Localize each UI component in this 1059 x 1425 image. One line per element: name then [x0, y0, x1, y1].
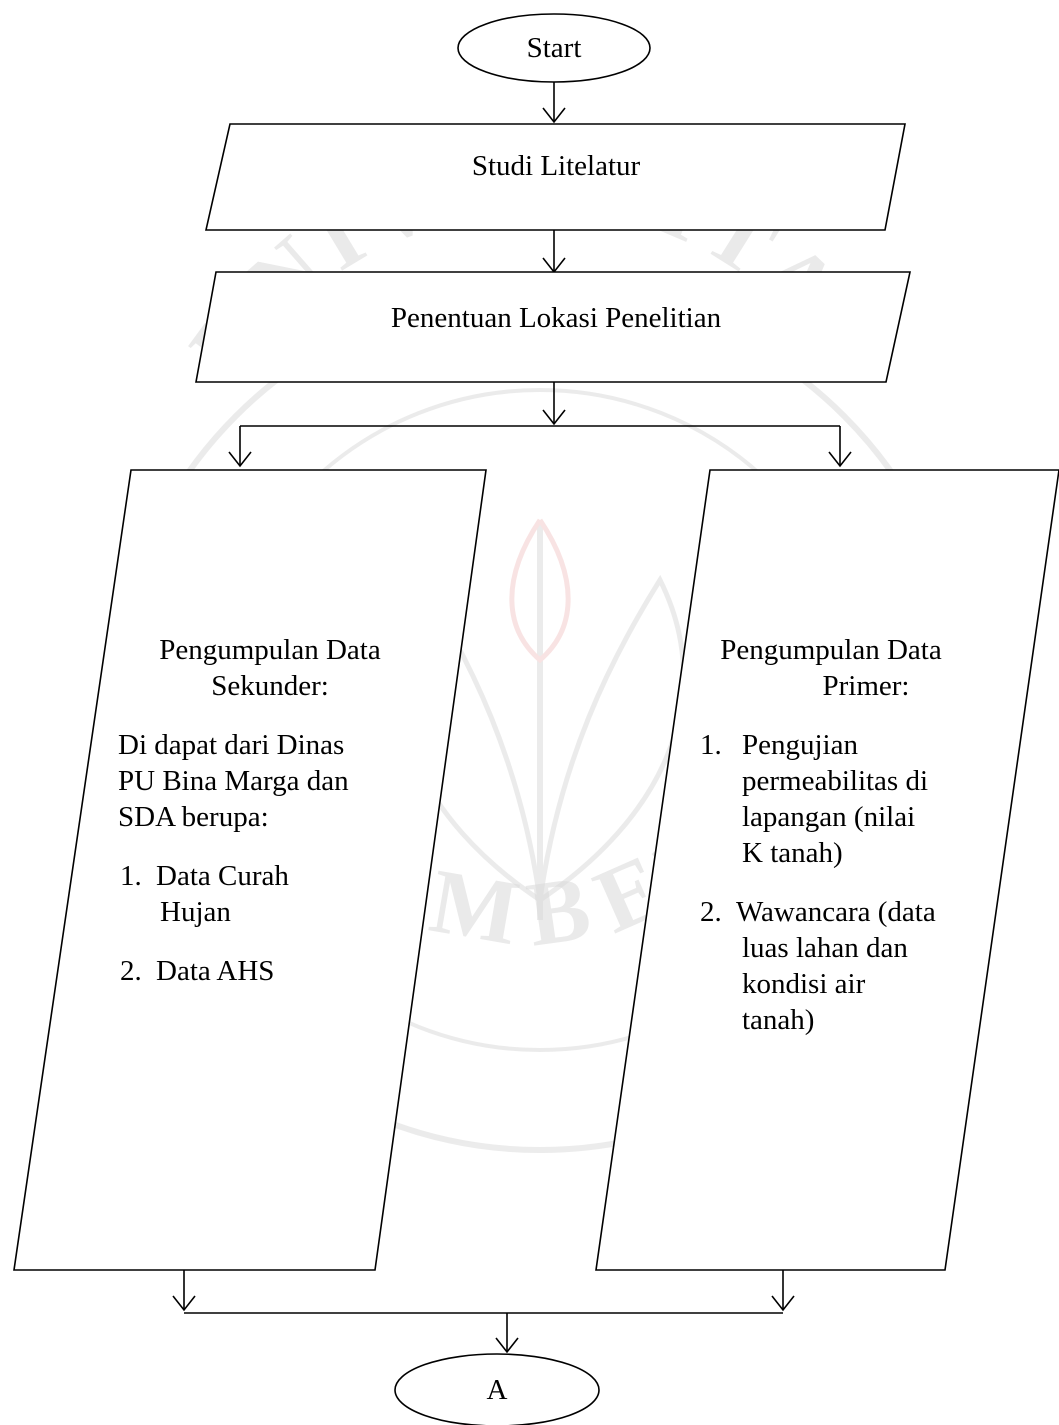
sekunder-title-line: Pengumpulan Data [159, 634, 381, 666]
list-item-line: Wawancara (data [736, 896, 936, 928]
sekunder-intro-line: SDA berupa: [118, 801, 269, 833]
end-connector-a [394, 1353, 600, 1425]
studi-litelatur-label: Studi Litelatur [471, 150, 641, 182]
connector-lokasi-to-branch [228, 382, 852, 468]
sekunder-text: Pengumpulan Data Sekunder: Di dapat dari… [110, 632, 400, 989]
start-label: Start [526, 32, 582, 64]
list-item-line: kondisi air [742, 968, 866, 1000]
list-item-line: permeabilitas di [742, 765, 929, 797]
end-connector-label: A [486, 1374, 508, 1406]
sekunder-intro-line: PU Bina Marga dan [118, 765, 349, 797]
primer-title: Pengumpulan Data Primer: [700, 632, 962, 704]
connector-studi-to-lokasi [542, 230, 566, 274]
list-item-line: luas lahan dan [742, 932, 908, 964]
list-item-line: Pengujian [742, 729, 858, 761]
penentuan-lokasi-label: Penentuan Lokasi Penelitian [390, 302, 722, 334]
list-item: 2. Data AHS [120, 953, 400, 989]
sekunder-intro-line: Di dapat dari Dinas [118, 729, 345, 761]
list-item-line: Data AHS [156, 955, 275, 987]
primer-text: Pengumpulan Data Primer: 1. Pengujian pe… [700, 632, 990, 1038]
list-item-number: 2. [700, 896, 722, 928]
primer-title-line: Pengumpulan Data [720, 634, 942, 666]
list-item-line: Data Curah [156, 860, 289, 892]
list-item-number: 2. [120, 955, 142, 987]
sekunder-title: Pengumpulan Data Sekunder: [110, 632, 400, 704]
primer-list: 1. Pengujian permeabilitas di lapangan (… [700, 727, 990, 1038]
list-item-line: lapangan (nilai [742, 801, 916, 833]
list-item-line: K tanah) [742, 837, 843, 869]
studi-litelatur-io [204, 123, 906, 231]
list-item-line: tanah) [742, 1004, 815, 1036]
list-item-number: 1. [120, 860, 142, 892]
sekunder-title-line: Sekunder: [211, 670, 329, 702]
list-item-number: 1. [700, 729, 722, 761]
list-item: 2. Wawancara (data luas lahan dan kondis… [700, 894, 990, 1038]
list-item-line: Hujan [160, 896, 231, 928]
connector-merge-to-a [172, 1270, 795, 1354]
sekunder-list: 1. Data Curah Hujan 2. Data AHS [110, 858, 400, 989]
primer-title-line: Primer: [822, 670, 910, 702]
list-item: 1. Pengujian permeabilitas di lapangan (… [700, 727, 990, 871]
sekunder-intro: Di dapat dari Dinas PU Bina Marga dan SD… [110, 727, 400, 835]
list-item: 1. Data Curah Hujan [120, 858, 400, 930]
connector-start-to-studi [542, 82, 566, 124]
